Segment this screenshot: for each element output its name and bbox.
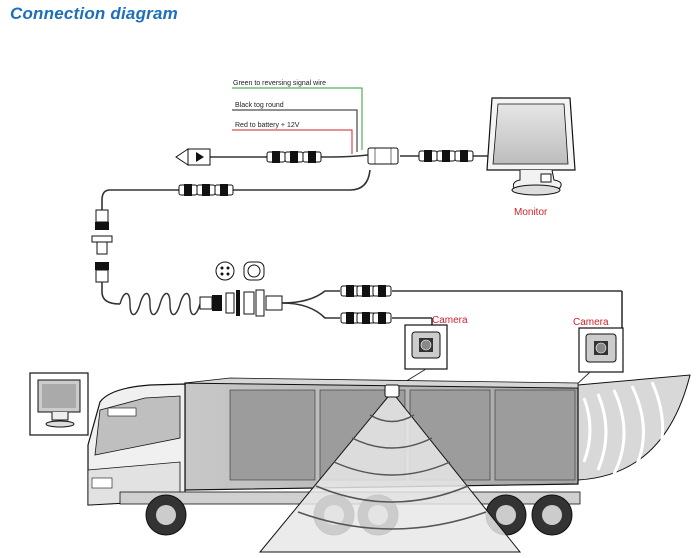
top-connector-3 (302, 150, 322, 164)
monitor-label: Monitor (514, 207, 548, 218)
coiled-cable (101, 282, 201, 316)
cam-connector-1a (340, 284, 360, 298)
cam-connector-1c (372, 284, 392, 298)
cam-connector-2c (372, 311, 392, 325)
wire-labels-group: Green to reversing signal wire Black tog… (232, 80, 363, 154)
aviation-connector-top (91, 209, 113, 283)
green-wire (232, 87, 363, 150)
monitor-device (486, 97, 576, 196)
mid-connector-1 (178, 183, 198, 197)
cam-connector-1b (356, 284, 376, 298)
fuse-holder (175, 148, 211, 166)
cab-monitor-inset (29, 372, 89, 436)
junction-box (367, 147, 399, 165)
mid-connector-3 (214, 183, 234, 197)
truck-cab (87, 383, 186, 506)
top-connector-1 (266, 150, 286, 164)
mid-connector-2 (196, 183, 216, 197)
top-connector-4 (418, 149, 438, 163)
camera-rear-label: Camera (573, 317, 609, 328)
top-connector-5 (436, 149, 456, 163)
left-cable (101, 169, 371, 210)
camera-rear-box (572, 327, 624, 389)
rear-detection-zone (577, 374, 691, 481)
diagram-title: Connection diagram (10, 4, 178, 23)
top-connector-2 (284, 150, 304, 164)
red-wire (232, 129, 353, 154)
pin-diagram-icons (215, 261, 265, 281)
black-wire (232, 109, 358, 152)
camera-top-box (399, 324, 448, 386)
bottom-detection-zone (258, 384, 522, 553)
black-wire-label: Black tog round (235, 102, 284, 109)
red-wire-label: Red to battery + 12V (235, 122, 300, 129)
top-connector-6 (454, 149, 474, 163)
cam-connector-2a (340, 311, 360, 325)
camera-top-label: Camera (432, 315, 468, 326)
cam-connector-2b (356, 311, 376, 325)
green-wire-label: Green to reversing signal wire (233, 80, 326, 87)
aviation-socket (199, 289, 283, 317)
